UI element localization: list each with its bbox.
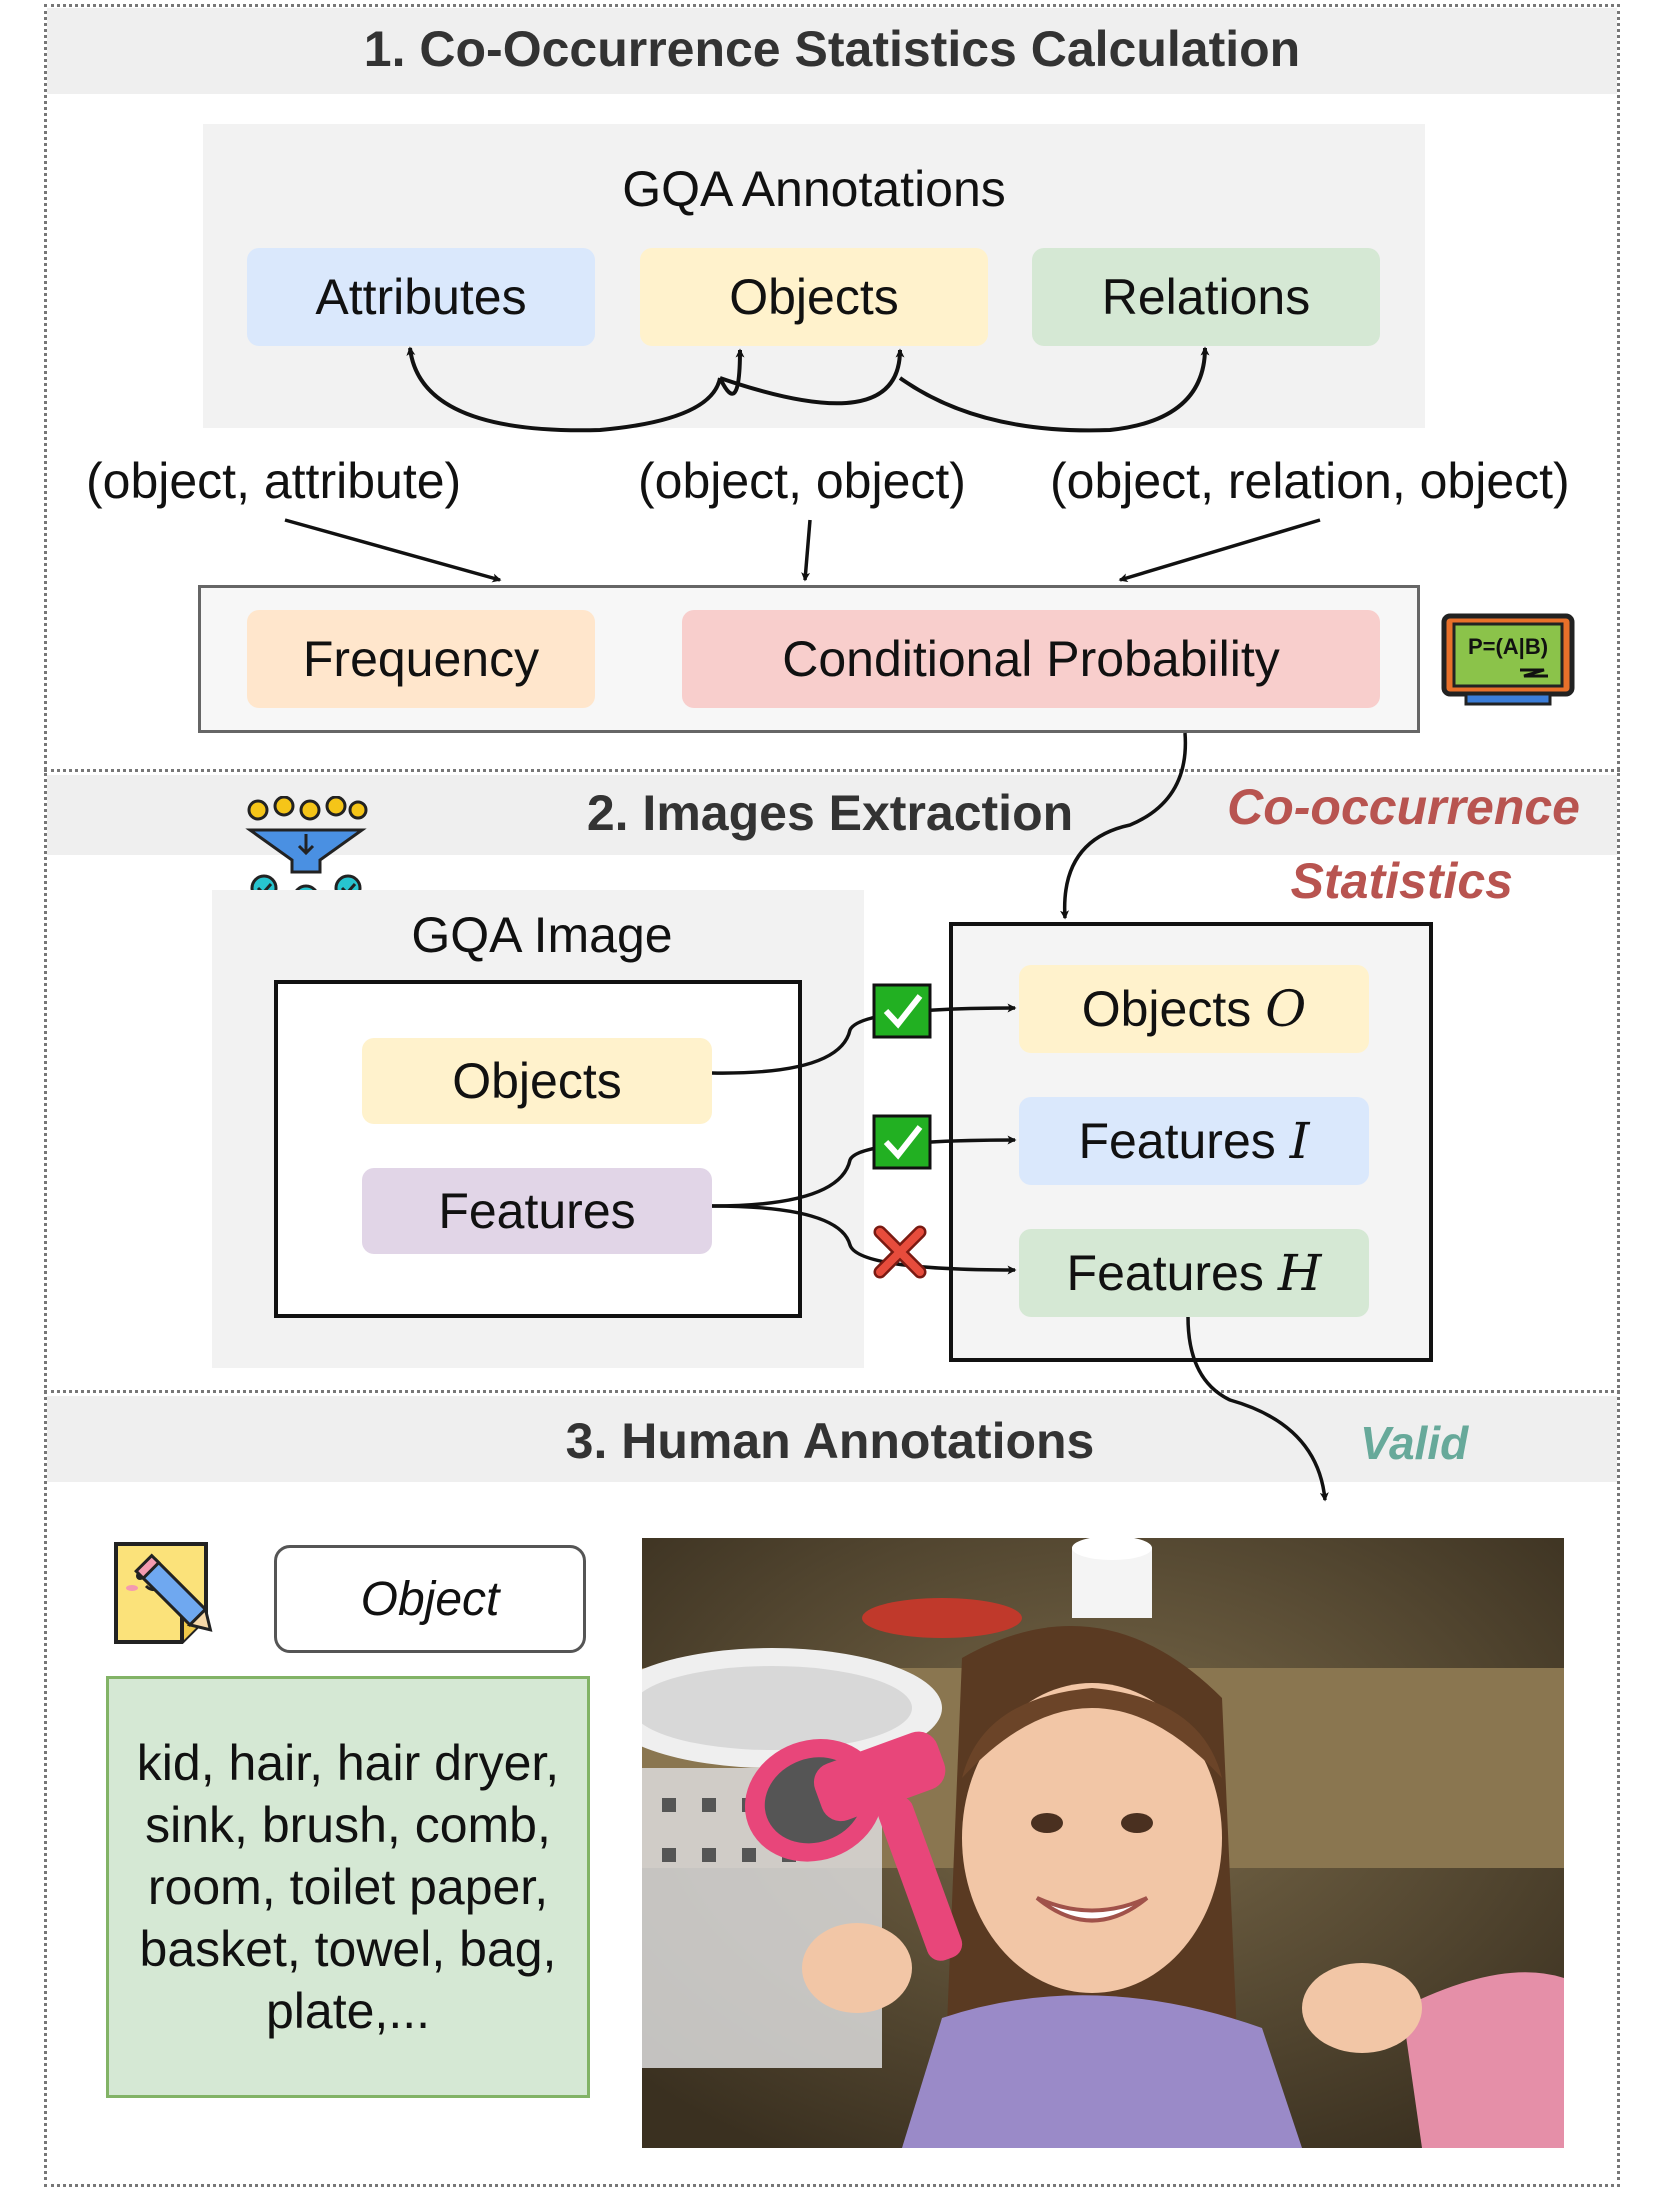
section-3-band <box>47 1396 1617 1482</box>
section-divider-3 <box>44 1390 1620 1393</box>
image-features-pill: Features <box>362 1168 712 1254</box>
relations-pill: Relations <box>1032 248 1380 346</box>
object-category-box: Object <box>274 1545 586 1653</box>
section-divider-2 <box>44 769 1620 772</box>
gqa-image-title: GQA Image <box>411 907 673 963</box>
image-objects-pill: Objects <box>362 1038 712 1124</box>
frequency-pill: Frequency <box>247 610 595 708</box>
output-features-i-label: Features <box>1078 1113 1276 1169</box>
section-3-title: 3. Human Annotations <box>565 1413 1095 1469</box>
cooccurrence-label-line2: Statistics <box>1290 853 1513 909</box>
section-2-title: 2. Images Extraction <box>586 785 1074 841</box>
photo-girl-hair-dryer <box>642 1538 1564 2148</box>
formula-text: P=(A|B) <box>1468 634 1548 659</box>
object-category-label: Object <box>360 1572 500 1626</box>
formula-board-icon: P=(A|B) <box>1440 612 1576 708</box>
tuple-object-object: (object, object) <box>638 453 966 509</box>
output-features-h-label: Features <box>1066 1245 1264 1301</box>
gqa-image-box <box>274 980 802 1318</box>
output-objects-label: Objects <box>1081 981 1252 1037</box>
gqa-annotations-title: GQA Annotations <box>622 161 1006 217</box>
note-pencil-icon <box>110 1538 230 1648</box>
output-objects-var: O <box>1265 980 1307 1038</box>
conditional-probability-pill: Conditional Probability <box>682 610 1380 708</box>
valid-label: Valid <box>1360 1417 1469 1469</box>
attributes-pill: Attributes <box>247 248 595 346</box>
output-features-i-var: I <box>1289 1112 1310 1170</box>
section-1-band <box>47 8 1617 94</box>
object-list-box: kid, hair, hair dryer, sink, brush, comb… <box>106 1676 590 2098</box>
output-features-h-var: H <box>1277 1244 1322 1302</box>
object-list-text: kid, hair, hair dryer, sink, brush, comb… <box>136 1735 560 2039</box>
outer-frame <box>44 4 1620 2187</box>
tuple-object-relation-object: (object, relation, object) <box>1050 453 1570 509</box>
cooccurrence-label-line1: Co-occurrence <box>1227 779 1580 835</box>
objects-pill: Objects <box>640 248 988 346</box>
tuple-object-attribute: (object, attribute) <box>86 453 462 509</box>
section-1-title: 1. Co-Occurrence Statistics Calculation <box>363 21 1301 77</box>
